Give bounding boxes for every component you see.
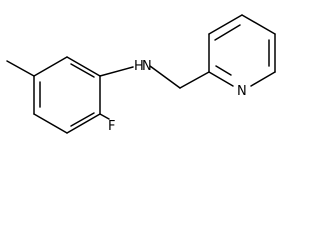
ring-double-bond [215,65,232,76]
atom-label-pyridine-n: N [237,84,247,99]
amine-bond-left [99,66,134,77]
atom-label-amine-h: H [134,59,144,74]
ring-bond [33,56,68,77]
ring-bond [208,71,234,87]
atom-label-fluorine: F [108,119,115,134]
ring-bond [66,56,101,77]
ring-bond [66,113,101,134]
methylene-bond [179,71,210,89]
amine-bond-right [149,65,181,89]
ring-bond [208,14,243,35]
ring-double-bond [214,24,241,41]
pyridine-ring [208,14,276,87]
molecule-structure: F H N N [6,14,276,134]
ring-bond [250,71,276,87]
ring-double-bond [70,63,95,78]
methyl-bond [6,60,35,77]
ring-bond [241,14,276,35]
fluorine-bond [99,113,110,120]
atom-label-amine-n: N [142,59,152,74]
ring-bond [33,113,68,134]
fluorobenzene-ring [33,56,101,134]
ring-double-bond [70,112,95,127]
